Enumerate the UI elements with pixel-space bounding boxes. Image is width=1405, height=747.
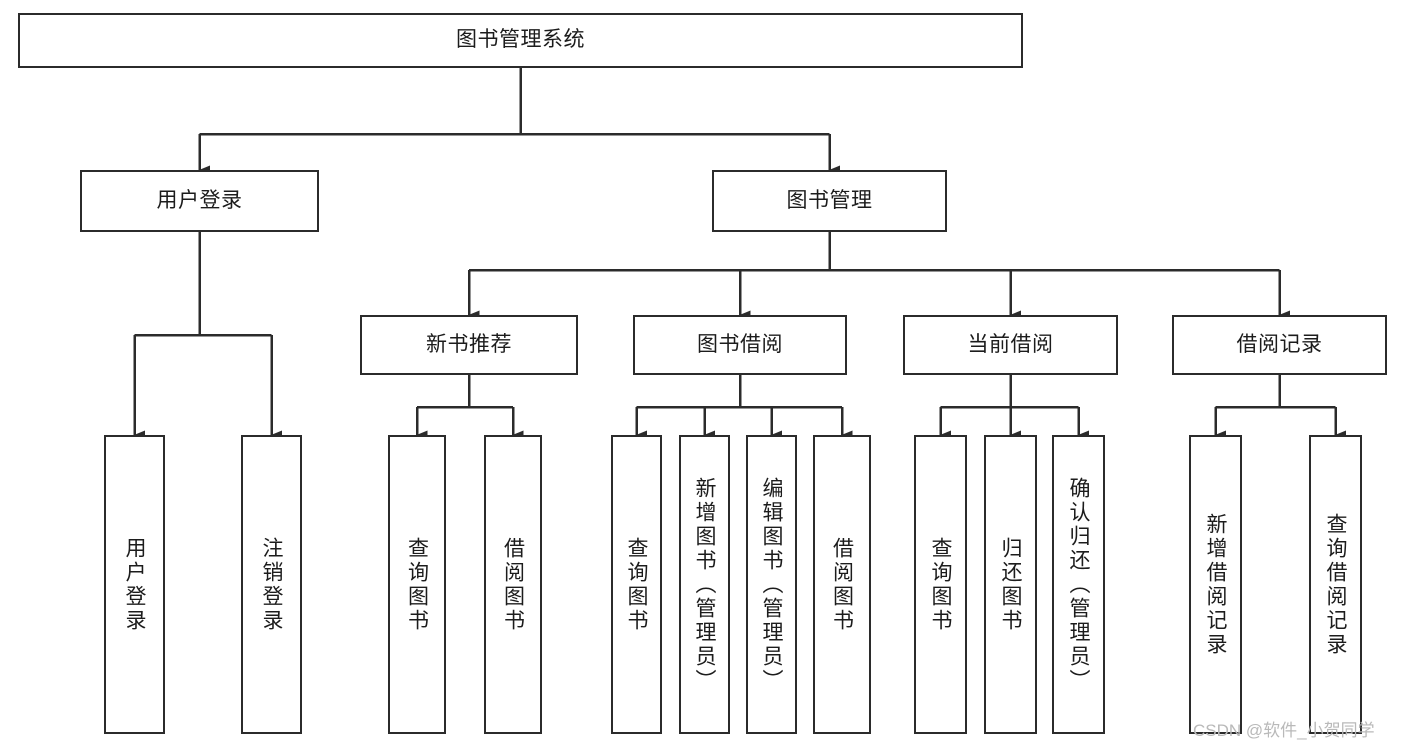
node-box-borrow-record[interactable]: 借阅记录 [1172,315,1387,375]
node-box-leaf-query-1[interactable]: 查询图书 [388,435,446,734]
node-label-leaf-add-book: 新增图书（管理员） [693,476,716,693]
node-label-leaf-query-2: 查询图书 [625,536,648,633]
node-box-leaf-logout[interactable]: 注销登录 [241,435,302,734]
node-label-leaf-query-3: 查询图书 [929,536,952,633]
node-box-leaf-query-3[interactable]: 查询图书 [914,435,967,734]
node-label-leaf-query-rec: 查询借阅记录 [1324,512,1347,657]
node-label-leaf-logout: 注销登录 [260,536,283,633]
node-box-root[interactable]: 图书管理系统 [18,13,1023,68]
node-label-leaf-user-login: 用户登录 [123,536,146,633]
node-box-leaf-edit-book[interactable]: 编辑图书（管理员） [746,435,797,734]
node-box-new-book-rec[interactable]: 新书推荐 [360,315,578,375]
node-label-new-book-rec: 新书推荐 [426,332,512,356]
node-label-leaf-edit-book: 编辑图书（管理员） [760,476,783,693]
node-box-leaf-user-login[interactable]: 用户登录 [104,435,165,734]
node-label-leaf-add-rec: 新增借阅记录 [1204,512,1227,657]
node-box-leaf-confirm[interactable]: 确认归还（管理员） [1052,435,1105,734]
node-label-leaf-confirm: 确认归还（管理员） [1067,476,1090,693]
node-box-user-login[interactable]: 用户登录 [80,170,319,232]
node-box-leaf-add-book[interactable]: 新增图书（管理员） [679,435,730,734]
csdn-watermark: CSDN @软件_小贺同学 [1193,721,1375,740]
node-label-book-manage: 图书管理 [786,188,873,212]
node-label-borrow-record: 借阅记录 [1236,332,1323,356]
node-box-book-borrow[interactable]: 图书借阅 [633,315,847,375]
node-box-leaf-borrow-1[interactable]: 借阅图书 [484,435,542,734]
node-box-leaf-return[interactable]: 归还图书 [984,435,1037,734]
node-label-leaf-query-1: 查询图书 [405,536,429,633]
node-box-current-borrow[interactable]: 当前借阅 [903,315,1118,375]
node-label-book-borrow: 图书借阅 [697,332,783,356]
node-label-leaf-borrow-1: 借阅图书 [501,536,525,633]
node-box-leaf-borrow-2[interactable]: 借阅图书 [813,435,871,734]
node-box-leaf-add-rec[interactable]: 新增借阅记录 [1189,435,1242,734]
node-box-leaf-query-rec[interactable]: 查询借阅记录 [1309,435,1362,734]
node-label-leaf-return: 归还图书 [999,536,1022,633]
node-box-book-manage[interactable]: 图书管理 [712,170,947,232]
node-label-leaf-borrow-2: 借阅图书 [830,536,854,633]
node-label-root: 图书管理系统 [456,28,585,52]
node-label-current-borrow: 当前借阅 [967,332,1054,356]
node-label-user-login: 用户登录 [156,188,243,212]
node-box-leaf-query-2[interactable]: 查询图书 [611,435,662,734]
